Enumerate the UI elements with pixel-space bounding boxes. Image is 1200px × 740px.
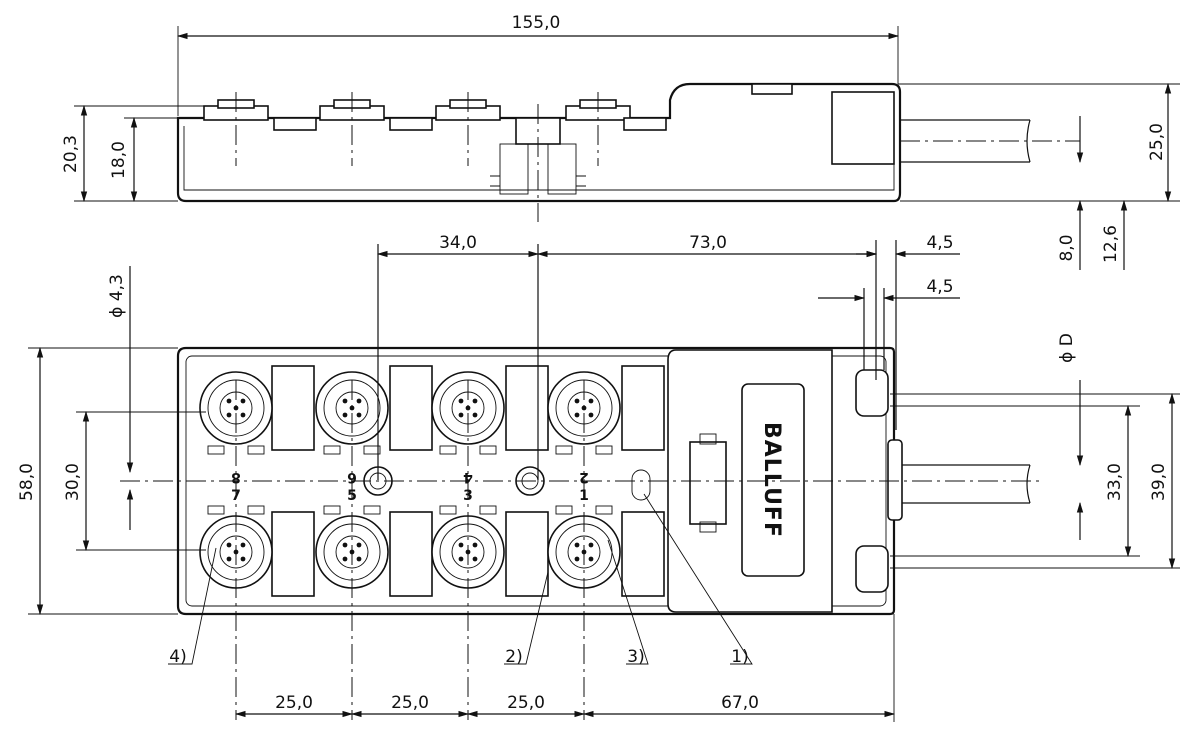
connector-insert [219, 535, 253, 569]
dim-hole-diameter: ϕ 4,3 [107, 274, 127, 318]
port-6-label: 6 [347, 469, 357, 485]
connector-pin [240, 398, 246, 404]
latch-tab [247, 505, 265, 515]
dim-spacing-3: 25,0 [507, 693, 545, 713]
separator-block [621, 365, 665, 451]
separator-block [505, 511, 549, 597]
connector-pin [472, 556, 478, 562]
latch-tab [555, 445, 573, 455]
dim-overall-length: 155,0 [512, 13, 561, 33]
connector-pin [472, 412, 478, 418]
dim-width-39: 39,0 [1149, 463, 1169, 501]
connector-pin [472, 398, 478, 404]
dim-height-body: 18,0 [109, 141, 129, 179]
latch-tab [323, 445, 341, 455]
connector-pin [356, 542, 362, 548]
dim-pitch-34: 34,0 [439, 233, 477, 253]
connector-pin [574, 412, 580, 418]
connector-pin [342, 556, 348, 562]
latch-tab [595, 505, 613, 515]
connector-pin [356, 556, 362, 562]
callout-3: 3) [627, 647, 644, 667]
latch-tab [363, 445, 381, 455]
separator-block [505, 365, 549, 451]
connector-pin [588, 412, 594, 418]
connector-pin [458, 542, 464, 548]
connector-pin [472, 542, 478, 548]
latch-tab [555, 505, 573, 515]
connector-pin [356, 398, 362, 404]
connector-pin [226, 412, 232, 418]
separator-block [271, 511, 315, 597]
connector-pin [574, 556, 580, 562]
dim-spacing-67: 67,0 [721, 693, 759, 713]
latch-tab [207, 445, 225, 455]
dim-cable-diameter: ϕ D [1057, 333, 1077, 363]
port-4-label: 4 [463, 469, 473, 485]
connector-pin [574, 398, 580, 404]
connector-insert [567, 535, 601, 569]
connector-pin [588, 556, 594, 562]
connector-pin [588, 398, 594, 404]
connector-pin [458, 398, 464, 404]
connector-pin [226, 542, 232, 548]
latch-tab [479, 505, 497, 515]
latch-tab [207, 505, 225, 515]
connector-insert [335, 535, 369, 569]
connector-pin [458, 412, 464, 418]
dim-offset-12-6: 12,6 [1101, 225, 1121, 263]
separator-block [389, 365, 433, 451]
connector-pin [240, 556, 246, 562]
latch-tab [479, 445, 497, 455]
connector-pin [574, 542, 580, 548]
dim-width-58: 58,0 [17, 463, 37, 501]
latch-tab [439, 505, 457, 515]
port-8-label: 8 [231, 469, 241, 485]
latch-tab [247, 445, 265, 455]
dim-spacing-2: 25,0 [391, 693, 429, 713]
dimension-labels: 155,0 20,3 18,0 25,0 8,0 12,6 34,0 73,0 … [17, 13, 1169, 713]
separator-block [271, 365, 315, 451]
port-2-label: 2 [579, 469, 589, 485]
dim-flange-4-5-a: 4,5 [926, 233, 953, 253]
callout-1: 1) [731, 647, 748, 667]
connector-pin [226, 556, 232, 562]
dim-height-total: 20,3 [61, 135, 81, 173]
dim-flange-4-5-b: 4,5 [926, 277, 953, 297]
callout-2: 2) [505, 647, 522, 667]
latch-tab [323, 505, 341, 515]
side-view [176, 82, 1080, 222]
connector-pin [458, 556, 464, 562]
callout-4: 4) [169, 647, 186, 667]
connector-pin [240, 412, 246, 418]
latch-tab [363, 505, 381, 515]
latch-tab [595, 445, 613, 455]
dim-offset-8: 8,0 [1057, 234, 1077, 261]
separator-block [389, 511, 433, 597]
dim-pitch-73: 73,0 [689, 233, 727, 253]
dim-width-30: 30,0 [63, 463, 83, 501]
latch-tab [439, 445, 457, 455]
connector-pin [356, 412, 362, 418]
connector-pin [226, 398, 232, 404]
dim-width-33: 33,0 [1105, 463, 1125, 501]
dim-spacing-1: 25,0 [275, 693, 313, 713]
connector-pin [342, 412, 348, 418]
dimension-lines [28, 26, 1180, 722]
connector-pin [588, 542, 594, 548]
brand-logo-text: BALLUFF [759, 422, 784, 538]
connector-pin [240, 542, 246, 548]
center-lines [120, 240, 1040, 720]
separator-block [621, 511, 665, 597]
connector-insert [451, 535, 485, 569]
connector-pin [342, 398, 348, 404]
connector-pin [342, 542, 348, 548]
dim-cable-height: 25,0 [1147, 123, 1167, 161]
